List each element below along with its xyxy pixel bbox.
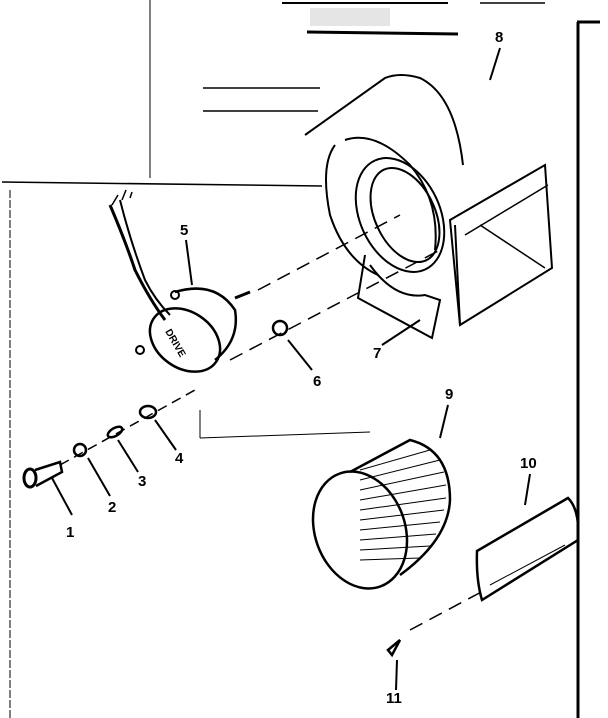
callout-3: 3 [138,473,146,490]
motor: DRIVE [108,189,251,373]
smudge-text [310,8,390,26]
callout-8: 8 [495,29,503,46]
motor-text: DRIVE [162,327,187,359]
blower-housing [304,74,554,340]
blower-wheel [311,438,452,590]
callout-9: 9 [445,386,453,403]
callout-4: 4 [175,450,184,467]
callout-5: 5 [180,222,188,239]
hardware [22,319,402,658]
callout-11: 11 [386,690,402,707]
callout-2: 2 [108,499,116,516]
mounting-strip [475,496,580,602]
callout-10: 10 [520,455,537,472]
callout-1: 1 [66,524,74,541]
callout-labels: 1 2 3 4 5 6 7 8 9 10 11 [66,29,537,707]
callout-6: 6 [313,373,321,390]
callout-7: 7 [373,345,381,362]
assembly-axis-lines [59,214,486,631]
leader-arrows [51,47,531,691]
